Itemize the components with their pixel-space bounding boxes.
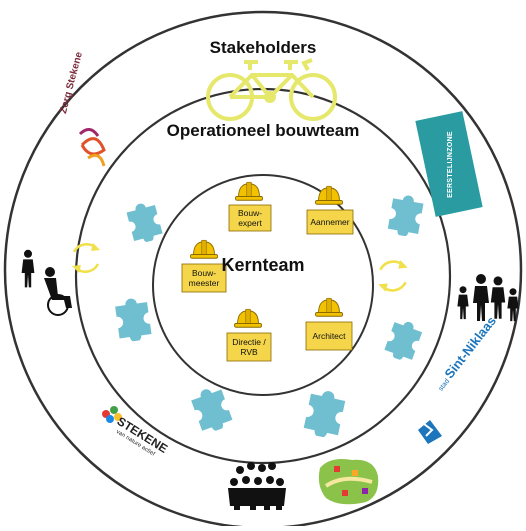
worker-directie	[226, 308, 272, 362]
aannemer-label: Aannemer	[310, 217, 350, 227]
group-icon	[228, 462, 286, 510]
zorg-stekene-logo	[78, 128, 106, 167]
neighbourhood-map-icon	[318, 459, 379, 505]
wheelchair-user-icon	[21, 249, 72, 316]
architect-label: Architect	[312, 331, 346, 341]
stekene-logo	[102, 406, 122, 423]
worker-bouwmeester	[181, 239, 227, 293]
bouwteam-title: Operationeel bouwteam	[166, 121, 360, 140]
kernteam-title: Kernteam	[221, 255, 305, 275]
bouwexpert-label: Bouw- expert	[237, 208, 263, 228]
sint-niklaas-logo	[418, 420, 442, 444]
eerstelijnszone-logo	[415, 111, 483, 217]
bouwmeester-label: Bouw- meester	[188, 268, 220, 288]
worker-aannemer	[306, 185, 354, 235]
worker-bouwexpert	[228, 181, 272, 232]
eerstelijnszone-label: EERSTELIJNZONE	[446, 130, 454, 198]
tandem-bicycle-icon	[206, 58, 337, 121]
worker-architect	[305, 297, 353, 351]
stakeholders-title: Stakeholders	[209, 38, 317, 57]
directie-label: Directie / RVB	[232, 337, 266, 357]
